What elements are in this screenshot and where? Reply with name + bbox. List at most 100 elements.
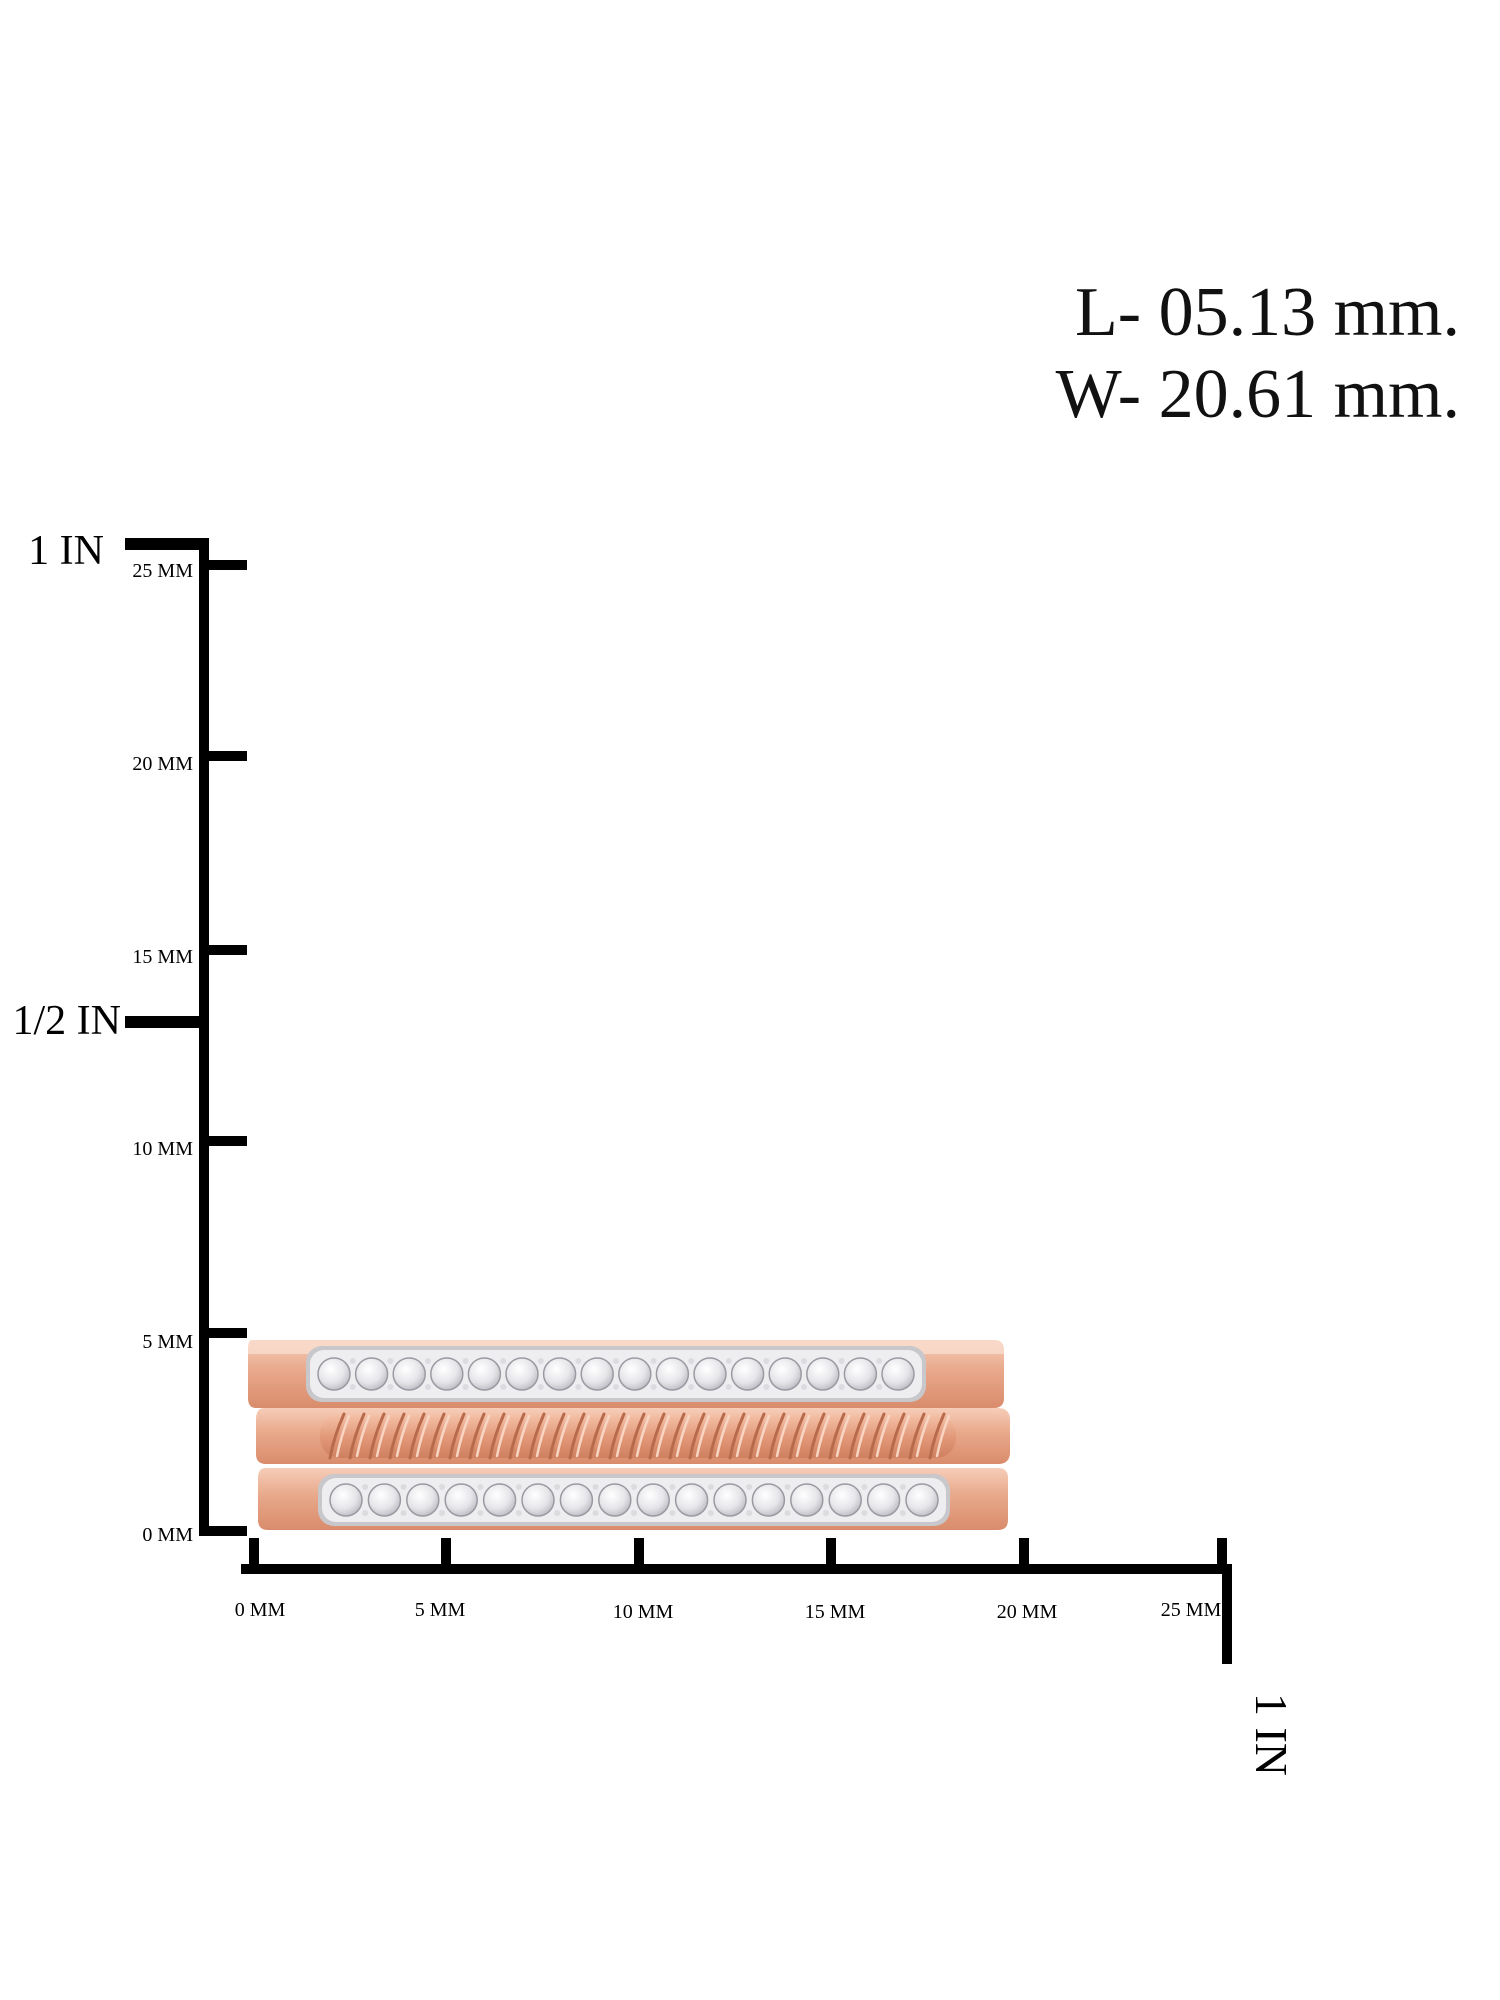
prong [515,1484,522,1490]
prong [613,1384,619,1390]
horizontal-mm-labels: 0 MM 5 MM 10 MM 15 MM 20 MM 25 MM [235,1599,1222,1623]
vertical-inch-label-1: 1 IN [28,528,104,574]
prong [650,1358,657,1364]
diamond-stone [580,1357,614,1391]
horizontal-tick-25 [1217,1538,1227,1570]
rope-twist [548,1412,566,1460]
prong [425,1384,431,1390]
rope-twist-highlight [595,1414,611,1458]
horizontal-mm-label-20: 20 MM [997,1601,1058,1623]
prong [746,1484,753,1490]
rope-twist [888,1412,906,1460]
top-band-stones [317,1357,915,1391]
horizontal-mm-label-15: 15 MM [805,1601,866,1623]
diamond-stone [768,1357,802,1391]
rope-twist-highlight [475,1414,491,1458]
rope-twist [408,1412,426,1460]
prong [801,1384,807,1390]
rope-twist-highlight [795,1414,811,1458]
vertical-mm-label-20: 20 MM [132,753,193,775]
rope-twist-highlight [875,1414,891,1458]
diamond-stone [866,1483,901,1517]
diamond-stone [329,1483,363,1517]
vertical-mm-label-0: 0 MM [142,1524,193,1546]
rope-twist [848,1412,866,1460]
rope-twist [608,1412,626,1460]
prong [823,1510,829,1516]
prong [899,1484,906,1490]
bottom-diamond-band [258,1468,1008,1530]
diamond-stone [505,1357,539,1391]
horizontal-ruler-end [1222,1564,1232,1664]
diamond-stone [655,1357,690,1391]
prong [725,1358,732,1364]
prong [763,1358,770,1364]
rope-twist [368,1412,386,1460]
diamond-stone [367,1483,402,1517]
diamond-stone [674,1483,709,1517]
rope-twist-highlight [935,1414,951,1458]
ring-stack [248,1340,1010,1530]
diamond-stone [636,1483,670,1517]
rope-twist [828,1412,846,1460]
diamond-stone [482,1483,517,1517]
diamond-stone [806,1357,840,1391]
rope-twist-highlight [455,1414,471,1458]
rope-twist-highlight [815,1414,831,1458]
diamond-stone [559,1483,594,1517]
rope-twist [728,1412,746,1460]
diamond-stone [618,1357,652,1391]
prong [823,1484,829,1490]
prong [387,1384,394,1390]
rope-twist [428,1412,446,1460]
prong [592,1510,599,1516]
diamond-stone [542,1357,577,1391]
prong [537,1358,544,1364]
rope-twist [528,1412,546,1460]
diamond-stone [843,1357,878,1391]
prong [801,1358,807,1364]
prong [362,1484,369,1490]
rope-twist-highlight [695,1414,711,1458]
vertical-inch-mark-half [125,1016,209,1028]
bottom-band-stones [329,1483,939,1517]
rope-twist [908,1412,926,1460]
prong [400,1510,407,1516]
diamond-stone [467,1357,502,1391]
rope-twist-highlight [415,1414,431,1458]
diamond-stone [730,1357,765,1391]
rope-twist-highlight [395,1414,411,1458]
vertical-mm-label-10: 10 MM [132,1138,193,1160]
rope-twist [468,1412,486,1460]
prong [784,1510,791,1516]
horizontal-mm-label-5: 5 MM [415,1599,466,1621]
diamond-stone [444,1483,478,1517]
rope-twist-highlight [915,1414,931,1458]
prong [688,1384,695,1390]
rope-twist [348,1412,366,1460]
horizontal-tick-20 [1019,1538,1029,1570]
prong [861,1510,868,1516]
horizontal-tick-10 [634,1538,644,1570]
rope-twist-highlight [575,1414,591,1458]
prong [688,1358,695,1364]
rope-twist-highlight [375,1414,391,1458]
prong [631,1510,637,1516]
prong [477,1484,484,1490]
vertical-mm-label-15: 15 MM [132,946,193,968]
prong [861,1484,868,1490]
rope-twist [768,1412,786,1460]
rope-twist-highlight [775,1414,791,1458]
rope-twist [328,1412,346,1460]
top-diamond-band [248,1340,1004,1408]
rope-twist [708,1412,726,1460]
rope-twist [588,1412,606,1460]
prong [669,1510,676,1516]
prong [707,1484,714,1490]
diamond-stone [751,1483,786,1517]
prong [387,1358,394,1364]
rope-twist [448,1412,466,1460]
prong [876,1358,883,1364]
diamond-stone [881,1357,915,1391]
